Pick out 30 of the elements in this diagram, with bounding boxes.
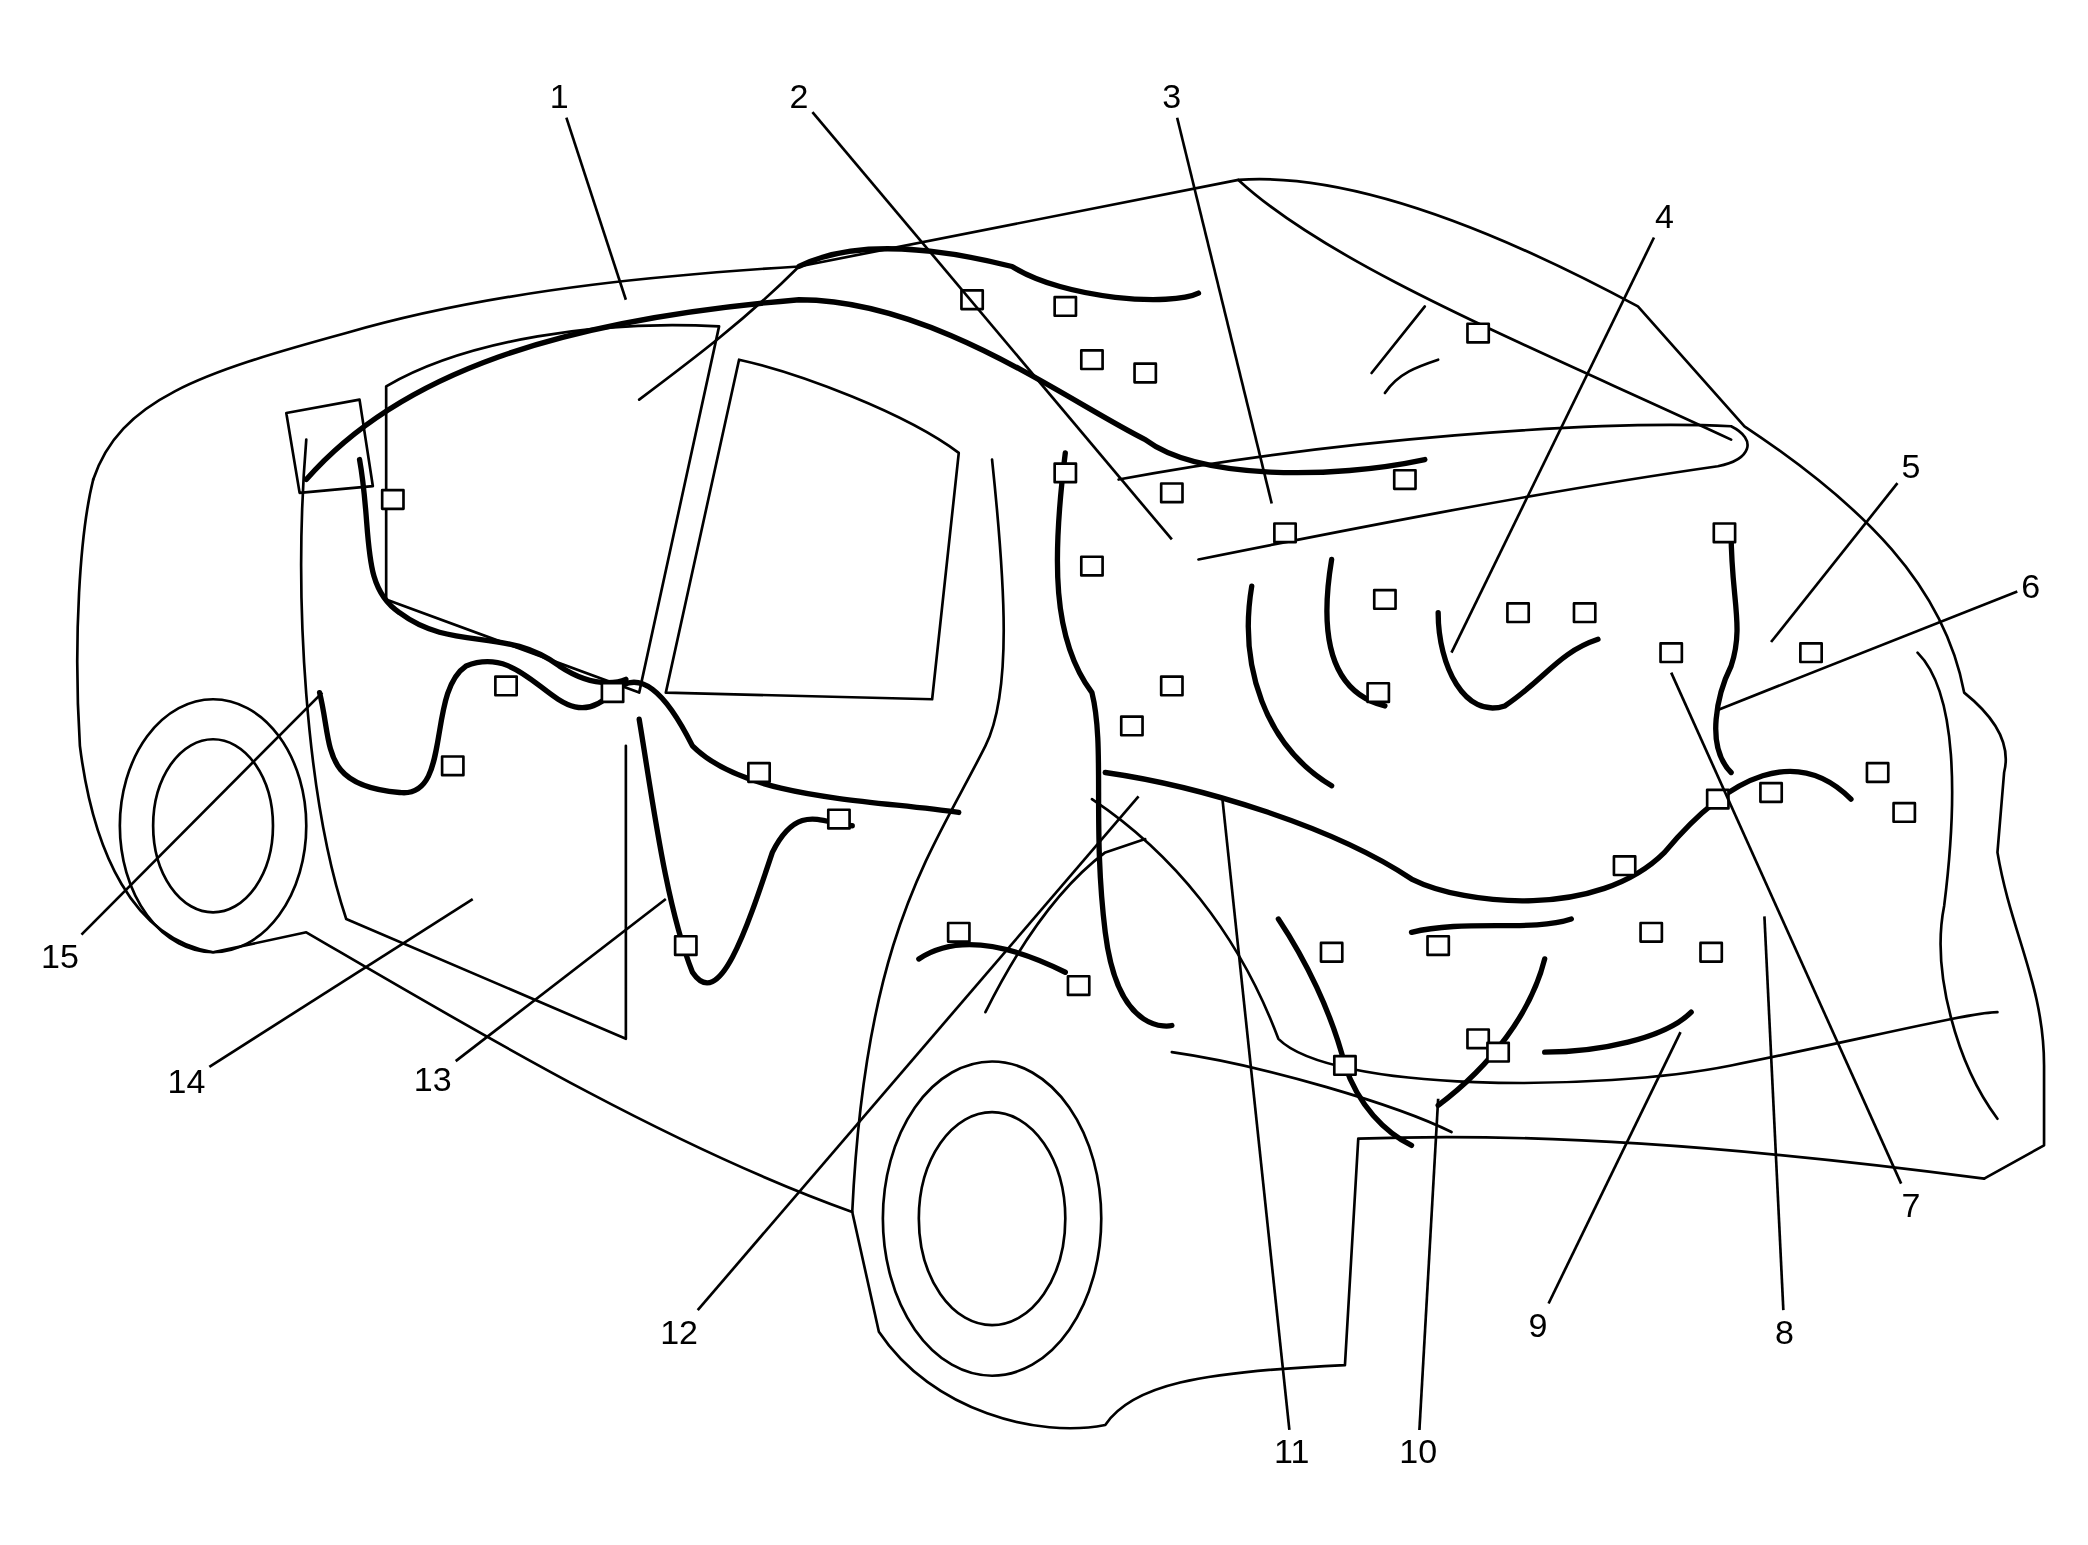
callout-number: 8 [1774, 1312, 1794, 1351]
leader-line [454, 897, 667, 1063]
callout-number: 10 [1399, 1432, 1438, 1471]
callout-number: 13 [413, 1059, 452, 1098]
leader-line [565, 117, 628, 301]
leader-line [80, 691, 324, 936]
leader-line [1547, 1031, 1682, 1305]
callout-number: 6 [2021, 566, 2041, 605]
callout-number: 2 [789, 76, 809, 115]
callout-number: 12 [660, 1312, 699, 1351]
callout-number: 4 [1655, 196, 1674, 235]
callout-number: 11 [1274, 1432, 1310, 1471]
callout-number: 7 [1901, 1186, 1921, 1225]
leader-line [208, 897, 474, 1068]
leader-line [1763, 916, 1785, 1311]
leader-line [1670, 672, 1903, 1185]
callout-number: 5 [1901, 447, 1921, 486]
callout-number: 15 [41, 937, 79, 976]
leader-line [1450, 236, 1656, 654]
callout-number: 14 [167, 1062, 206, 1101]
leader-line [1221, 799, 1291, 1431]
callout-number: 1 [549, 76, 569, 115]
leader-line [1770, 482, 1899, 643]
leader-line [1175, 117, 1273, 504]
leader-line [1418, 1098, 1440, 1431]
leader-line [811, 111, 1173, 541]
leader-line [696, 795, 1140, 1311]
callout-number: 3 [1162, 76, 1182, 115]
leader-line [1717, 590, 2018, 712]
callout-number: 9 [1528, 1305, 1548, 1344]
